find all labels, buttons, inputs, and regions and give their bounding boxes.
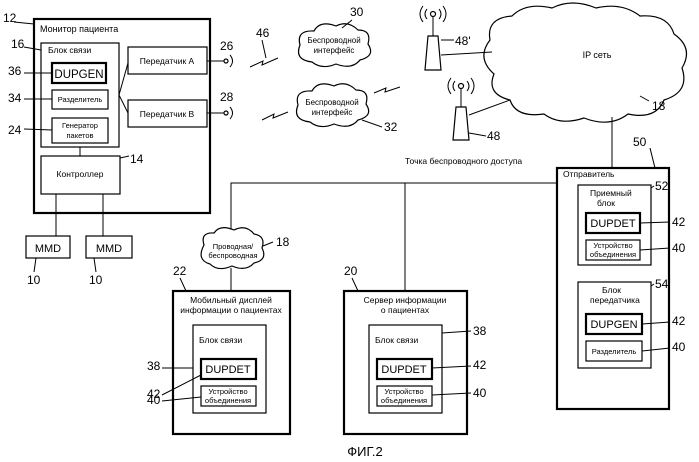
wireless-link-2-icon — [262, 112, 288, 120]
ref-28: 28 — [220, 90, 234, 104]
ref-12: 12 — [3, 11, 17, 25]
ref-54: 54 — [655, 277, 669, 291]
server-combiner-line1: Устройство — [384, 387, 423, 396]
dupgen-label: DUPGEN — [54, 69, 103, 81]
access-point-top-icon — [425, 36, 441, 70]
sender-splitter-label: Разделитель — [592, 347, 637, 356]
server-line1: Сервер информации — [364, 295, 447, 305]
mmd-2-label: MMD — [96, 243, 122, 255]
controller-label: Контроллер — [57, 169, 104, 179]
ref-48-prime: 48' — [455, 34, 471, 48]
ref-22: 22 — [173, 264, 187, 278]
packet-gen-line2: пакетов — [66, 131, 93, 140]
ref-18-ip: 18 — [652, 99, 666, 113]
ref-38-mobile: 38 — [147, 359, 161, 373]
wireless-interface-2-line1: Беспроводной — [305, 98, 358, 107]
sender-combiner-line2: объединения — [590, 250, 636, 259]
antenna-a-wave — [230, 55, 233, 67]
antenna-b-wave — [230, 107, 233, 119]
ref-46: 46 — [256, 26, 270, 40]
ref-32: 32 — [384, 120, 398, 134]
access-point-top-antenna — [431, 12, 436, 17]
server-line2: о пациентах — [381, 305, 430, 315]
leader-46 — [262, 40, 266, 58]
leader-22 — [180, 278, 186, 291]
mmd-1-label: MMD — [35, 243, 61, 255]
leader-20 — [352, 278, 358, 291]
transmitter-b-label: Передатчик В — [140, 109, 195, 119]
sender-dupdet-label: DUPDET — [590, 218, 636, 230]
ref-14: 14 — [130, 152, 144, 166]
figure-caption: ФИГ.2 — [347, 444, 383, 459]
comm-block-title: Блок связи — [48, 45, 92, 55]
receiver-line2: блок — [597, 198, 615, 208]
ref-24: 24 — [8, 123, 22, 137]
transmitter-unit-line1: Блок — [602, 285, 621, 295]
ref-40-server: 40 — [473, 386, 487, 400]
wireless-interface-2-line2: интерфейс — [312, 108, 353, 117]
antenna-a-icon — [224, 59, 228, 63]
leader-10-b — [94, 258, 96, 272]
leader-48 — [469, 133, 486, 136]
ref-10-b: 10 — [89, 273, 103, 287]
server-combiner-line2: объединения — [381, 396, 427, 405]
mobile-combiner-line2: объединения — [205, 396, 251, 405]
ip-network-label: IP сеть — [583, 50, 612, 60]
ref-30: 30 — [350, 5, 364, 19]
ref-40-sender-a: 40 — [672, 241, 686, 255]
ref-40-sender-b: 40 — [672, 340, 686, 354]
mobile-dupdet-label: DUPDET — [205, 364, 251, 376]
ref-38-server: 38 — [473, 324, 487, 338]
leader-12 — [14, 22, 34, 24]
access-point-bottom-icon — [453, 107, 469, 140]
leader-32 — [362, 120, 382, 127]
receiver-line1: Приемный — [590, 188, 632, 198]
wireless-link-3-icon — [374, 87, 400, 93]
mobile-display-line1: Мобильный дисплей — [190, 295, 272, 305]
ref-20: 20 — [344, 264, 358, 278]
server-comm-title: Блок связи — [375, 335, 419, 345]
splitter-label: Разделитель — [58, 95, 103, 104]
ref-26: 26 — [220, 39, 234, 53]
server-dupdet-label: DUPDET — [381, 364, 427, 376]
mobile-display-line2: информации о пациентах — [180, 305, 282, 315]
ref-36: 36 — [8, 64, 22, 78]
ref-42-sender-b: 42 — [672, 314, 686, 328]
ref-42-server: 42 — [473, 358, 487, 372]
sender-combiner-line1: Устройство — [593, 241, 632, 250]
ref-16: 16 — [11, 37, 25, 51]
mobile-comm-title: Блок связи — [199, 335, 243, 345]
leader-50 — [650, 148, 655, 168]
packet-gen-line1: Генератор — [62, 121, 98, 130]
leader-10-a — [34, 258, 36, 272]
ref-50: 50 — [633, 135, 647, 149]
transmitter-a-label: Передатчик А — [140, 56, 195, 66]
bus-line — [231, 183, 557, 236]
wireless-link-1-icon — [250, 58, 278, 67]
wired-wireless-line2: беспроводная — [208, 251, 257, 260]
ref-52: 52 — [655, 179, 669, 193]
ref-18-wired: 18 — [276, 235, 290, 249]
ref-10-a: 10 — [27, 273, 41, 287]
ref-40-mobile: 40 — [147, 393, 161, 407]
ref-42-sender-a: 42 — [672, 215, 686, 229]
sender-dupgen-label: DUPGEN — [590, 319, 637, 331]
antenna-b-icon — [224, 111, 228, 115]
ref-34: 34 — [8, 91, 22, 105]
transmitter-unit-line2: передатчика — [590, 295, 640, 305]
patient-monitor-title: Монитор пациента — [40, 24, 118, 34]
wireless-interface-1-line1: Беспроводной — [307, 36, 360, 45]
mobile-combiner-line1: Устройство — [208, 387, 247, 396]
leader-18-wired — [263, 242, 273, 246]
access-point-bottom-antenna — [459, 84, 464, 89]
wired-wireless-line1: Проводная/ — [213, 242, 254, 251]
access-point-caption: Точка беспроводного доступа — [405, 156, 522, 166]
sender-title: Отправитель — [563, 169, 615, 179]
wireless-interface-1-line2: интерфейс — [314, 46, 355, 55]
link-ap-bottom-ip — [469, 100, 510, 115]
ref-48: 48 — [487, 129, 501, 143]
